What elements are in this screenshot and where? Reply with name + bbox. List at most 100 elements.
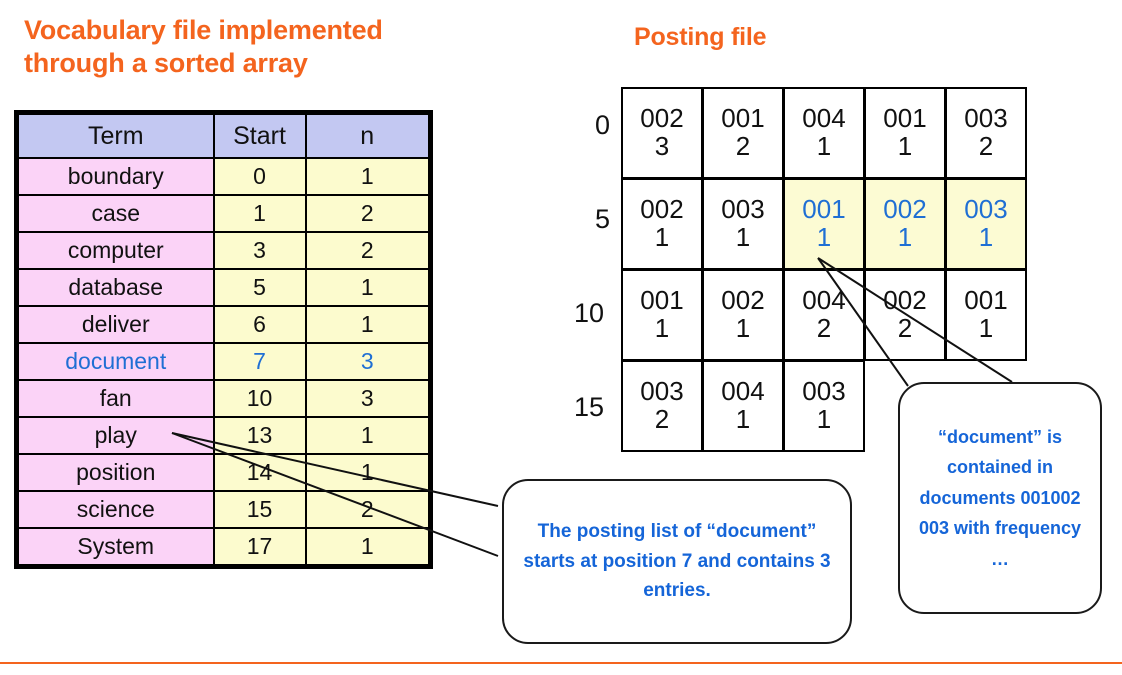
bottom-rule [0, 662, 1122, 664]
vocabulary-n-cell: 3 [304, 379, 432, 418]
vocabulary-term-cell: computer [15, 231, 215, 270]
column-header-term: Term [15, 111, 215, 159]
posting-cell-frequency: 1 [978, 313, 994, 343]
vocabulary-start-cell: 10 [212, 379, 307, 418]
posting-cell-docid: 002 [883, 194, 927, 225]
vocabulary-start-cell: 5 [212, 268, 307, 307]
posting-cell-docid: 003 [964, 194, 1008, 225]
vocabulary-n-cell: 1 [304, 305, 432, 344]
posting-row-label: 10 [573, 298, 604, 328]
posting-cell-docid: 002 [883, 285, 927, 316]
vocabulary-term-cell: System [15, 527, 215, 568]
vocabulary-n-cell: 2 [304, 194, 432, 233]
vocabulary-n-cell: 2 [304, 231, 432, 270]
vocabulary-start-cell: 3 [212, 231, 307, 270]
vocabulary-start-cell: 15 [212, 490, 307, 529]
posting-row-label: 5 [594, 204, 610, 234]
posting-cell-docid: 003 [964, 103, 1008, 134]
posting-cell-docid: 001 [640, 285, 684, 316]
callout-document-frequency: “document” is contained in documents 001… [898, 382, 1102, 614]
vocabulary-term-cell: play [15, 416, 215, 455]
vocabulary-term-cell: database [15, 268, 215, 307]
posting-cell-frequency: 1 [735, 313, 751, 343]
posting-cell-frequency: 2 [897, 313, 913, 343]
posting-cell-docid: 004 [721, 376, 765, 407]
column-header-start: Start [212, 111, 307, 159]
vocabulary-n-cell: 1 [304, 268, 432, 307]
posting-cell-docid: 001 [802, 194, 846, 225]
vocabulary-start-cell: 7 [212, 342, 307, 381]
posting-cell-docid: 002 [721, 285, 765, 316]
vocabulary-start-cell: 6 [212, 305, 307, 344]
vocabulary-n-cell: 2 [304, 490, 432, 529]
column-header-n: n [304, 111, 432, 159]
vocabulary-start-cell: 13 [212, 416, 307, 455]
posting-cell-docid: 003 [802, 376, 846, 407]
posting-cell-docid: 004 [802, 103, 846, 134]
posting-cell-docid: 001 [883, 103, 927, 134]
posting-row-label: 0 [594, 110, 610, 140]
vocabulary-term-cell: position [15, 453, 215, 492]
posting-cell-frequency: 2 [654, 404, 670, 434]
posting-cell-frequency: 1 [816, 131, 832, 161]
posting-cell-docid: 004 [802, 285, 846, 316]
vocabulary-term-cell: deliver [15, 305, 215, 344]
posting-cell-frequency: 1 [978, 222, 994, 252]
posting-cell-frequency: 2 [816, 313, 832, 343]
posting-cell-frequency: 1 [897, 222, 913, 252]
posting-cell-docid: 003 [721, 194, 765, 225]
posting-cell-frequency: 2 [735, 131, 751, 161]
vocabulary-header-row: Term Start n [15, 111, 432, 159]
vocabulary-n-cell: 1 [304, 157, 432, 196]
vocabulary-term-cell: case [15, 194, 215, 233]
vocabulary-term-cell: boundary [15, 157, 215, 196]
posting-cell-frequency: 1 [735, 222, 751, 252]
posting-cell-frequency: 1 [735, 404, 751, 434]
vocabulary-n-cell: 3 [304, 342, 432, 381]
posting-cell-frequency: 3 [654, 131, 670, 161]
vocabulary-term-cell: document [15, 342, 215, 381]
posting-row-label: 15 [573, 392, 604, 422]
vocabulary-start-cell: 17 [212, 527, 307, 568]
vocabulary-n-cell: 1 [304, 416, 432, 455]
posting-cell-frequency: 1 [816, 222, 832, 252]
vocabulary-start-cell: 14 [212, 453, 307, 492]
posting-cell-frequency: 2 [978, 131, 994, 161]
posting-cell-frequency: 1 [654, 313, 670, 343]
posting-cell-docid: 002 [640, 103, 684, 134]
vocabulary-heading: Vocabulary file implemented through a so… [24, 15, 383, 78]
callout-posting-list: The posting list of “document” starts at… [502, 479, 852, 644]
vocabulary-n-cell: 1 [304, 527, 432, 568]
posting-heading: Posting file [634, 23, 767, 51]
